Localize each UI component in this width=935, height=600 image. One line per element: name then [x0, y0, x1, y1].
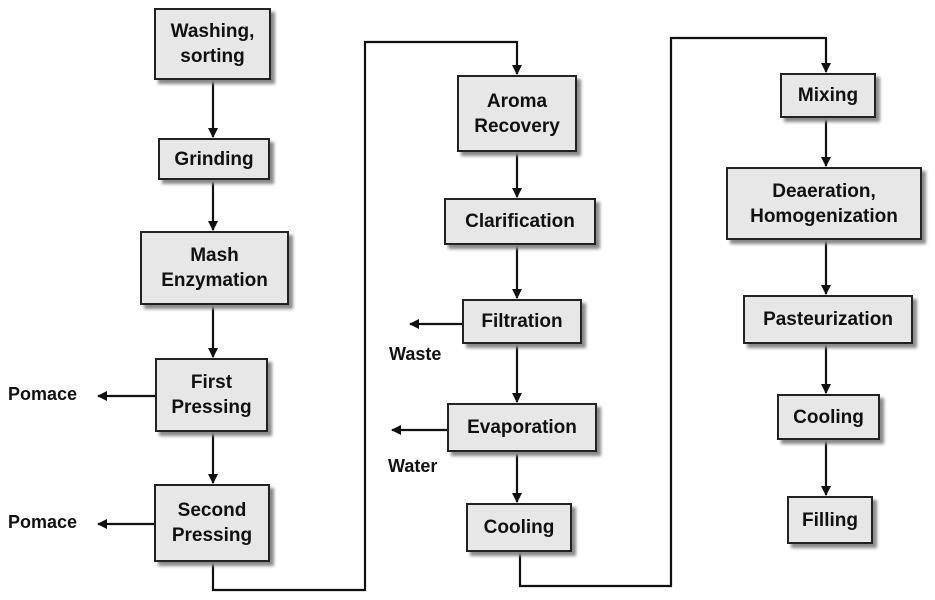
step-filling: Filling	[787, 496, 873, 544]
step-evaporation: Evaporation	[447, 403, 597, 452]
step-mixing: Mixing	[780, 73, 876, 118]
step-label: Washing, sorting	[170, 21, 255, 67]
step-label: Mixing	[797, 85, 859, 106]
step-label: Filtration	[481, 311, 563, 332]
step-washing-sorting: Washing, sorting	[154, 8, 271, 80]
step-label: First Pressing	[171, 372, 252, 418]
step-cooling-1: Cooling	[466, 503, 572, 552]
step-label: Clarification	[465, 211, 575, 232]
step-label: Cooling	[793, 406, 864, 428]
step-pasteurization: Pasteurization	[743, 295, 913, 344]
step-aroma-recovery: Aroma Recovery	[457, 75, 577, 152]
step-filtration: Filtration	[462, 299, 582, 344]
step-label: Grinding	[174, 148, 254, 170]
step-label: Deaeration, Homogenization	[750, 180, 898, 227]
connector-col1-to-col2	[211, 40, 522, 592]
step-clarification: Clarification	[444, 198, 596, 245]
step-label: Pasteurization	[763, 309, 893, 330]
connector-col2-to-col3	[518, 36, 831, 588]
step-label: Filling	[802, 509, 858, 531]
step-mash-enzymation: Mash Enzymation	[140, 231, 289, 305]
step-grinding: Grinding	[158, 138, 270, 180]
step-first-pressing: First Pressing	[155, 358, 268, 432]
step-label: Second Pressing	[171, 500, 253, 546]
step-label: Mash Enzymation	[161, 245, 268, 291]
step-label: Aroma Recovery	[474, 90, 560, 137]
output-waste: Waste	[389, 344, 442, 364]
step-label: Cooling	[483, 517, 555, 538]
step-label: Evaporation	[467, 417, 577, 438]
step-deaeration-homogenization: Deaeration, Homogenization	[726, 167, 922, 240]
output-water: Water	[388, 456, 438, 476]
step-cooling-2: Cooling	[777, 394, 880, 440]
output-pomace-1: Pomace	[8, 384, 78, 404]
step-second-pressing: Second Pressing	[154, 484, 270, 562]
output-pomace-2: Pomace	[8, 512, 78, 532]
